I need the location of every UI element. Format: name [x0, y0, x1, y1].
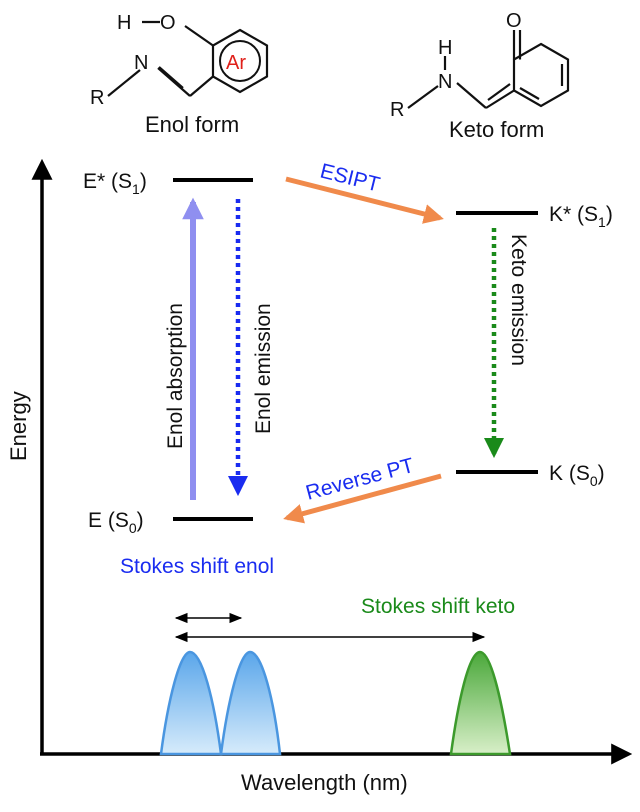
enol-absorption-peak — [159, 650, 223, 756]
keto-ground-label: K (S0) — [549, 462, 605, 489]
energy-axis-label: Energy — [6, 391, 31, 461]
esipt-arrow — [285, 176, 444, 224]
keto-exo-double — [487, 83, 511, 101]
keto-caption: Keto form — [449, 117, 544, 142]
stokes-shift-keto-label: Stokes shift keto — [361, 595, 515, 618]
enol-absorption-label: Enol absorption — [164, 303, 187, 449]
keto-atom-o: O — [506, 10, 522, 32]
enol-excited-label: E* (S1) — [83, 170, 147, 197]
wavelength-axis-label: Wavelength (nm) — [241, 770, 408, 795]
enol-structure — [107, 20, 269, 97]
enol-caption: Enol form — [145, 112, 239, 137]
keto-atom-h: H — [438, 37, 452, 59]
keto-structure — [407, 30, 570, 109]
keto-bond-ring-to-ch — [485, 89, 515, 109]
enol-ground-label: E (S0) — [88, 509, 144, 536]
keto-atom-r: R — [390, 99, 404, 121]
keto-ring-double-2 — [519, 87, 540, 100]
enol-atom-n: N — [134, 52, 148, 74]
keto-atom-n: N — [438, 71, 452, 93]
enol-atom-o: O — [160, 12, 176, 34]
stokes-shift-enol-label: Stokes shift enol — [120, 555, 274, 578]
enol-bond-ring-to-ch — [189, 75, 214, 97]
reverse-pt-arrow — [283, 473, 442, 524]
enol-atom-r: R — [90, 87, 104, 109]
enol-emission-peak — [219, 650, 282, 756]
enol-bond-ring-to-o — [184, 25, 214, 47]
enol-ring-label: Ar — [226, 52, 246, 74]
enol-emission-label: Enol emission — [252, 303, 275, 434]
keto-ring — [512, 42, 570, 108]
enol-double-bond-inner — [158, 66, 184, 89]
keto-bond-n-to-r — [407, 85, 439, 109]
keto-bond-ch-to-n — [456, 82, 487, 109]
enol-bond-ch-to-n — [157, 67, 191, 97]
enol-aromatic-circle — [219, 40, 261, 82]
keto-emission-peak — [449, 650, 512, 756]
enol-atom-h: H — [117, 12, 131, 34]
keto-emission-label: Keto emission — [507, 234, 530, 366]
enol-bond-n-to-r — [107, 69, 141, 97]
keto-excited-label: K* (S1) — [549, 203, 613, 230]
